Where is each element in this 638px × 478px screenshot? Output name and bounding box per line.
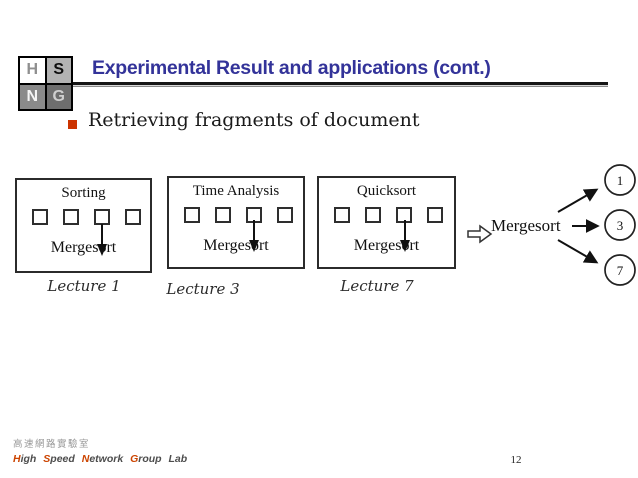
right-block-arrow-icon bbox=[467, 224, 493, 244]
fragment-checkbox bbox=[32, 209, 48, 225]
fragment-checkbox bbox=[334, 207, 350, 223]
fragment-checkbox bbox=[246, 207, 262, 223]
fragment-checkbox bbox=[184, 207, 200, 223]
result-node-circle bbox=[604, 254, 636, 286]
footer-lab-name-cjk: 高速網路實驗室 bbox=[13, 439, 91, 450]
lecture-label-2: Lecture 3 bbox=[166, 280, 240, 298]
logo-letter-h: H bbox=[20, 58, 45, 83]
lecture-box-3: Quicksort Mergesort bbox=[317, 176, 456, 269]
title-divider bbox=[73, 82, 608, 87]
result-node-circle bbox=[604, 164, 636, 196]
fragment-checkbox bbox=[365, 207, 381, 223]
fragment-checkbox bbox=[125, 209, 141, 225]
lecture-box-result: Mergesort bbox=[50, 239, 117, 256]
logo-letter-g: G bbox=[46, 84, 71, 109]
lecture-box-result: Mergesort bbox=[353, 237, 420, 254]
lecture-box-title: Time Analysis bbox=[192, 183, 280, 199]
result-node-number: 3 bbox=[617, 218, 624, 233]
logo-letter-n: N bbox=[20, 84, 45, 109]
result-node-number: 1 bbox=[617, 173, 624, 188]
lecture-box-result: Mergesort bbox=[203, 237, 269, 254]
merged-result-label: Mergesort bbox=[491, 216, 561, 235]
lecture-label-3: Lecture 7 bbox=[340, 277, 414, 295]
logo-letter-s: S bbox=[46, 58, 71, 83]
footer-lab-word: High bbox=[13, 453, 37, 465]
fragment-checkbox bbox=[215, 207, 231, 223]
lecture-box-2: Time Analysis Mergesort bbox=[167, 176, 305, 269]
footer-lab-word: Network bbox=[81, 453, 124, 465]
result-nodes-graphic: 1 3 7 bbox=[557, 164, 636, 286]
fragment-checkbox bbox=[277, 207, 293, 223]
footer-lab-name: High Speed Network Group Lab bbox=[13, 453, 187, 465]
slide-title: Experimental Result and applications (co… bbox=[92, 57, 491, 79]
footer-lab-suffix: Lab bbox=[168, 453, 188, 465]
footer-lab-word: Speed bbox=[43, 453, 75, 465]
lecture-label-1: Lecture 1 bbox=[47, 277, 121, 295]
bullet-square-icon bbox=[68, 120, 77, 129]
footer-lab-word: Group bbox=[130, 453, 162, 465]
lecture-box-1: Sorting Mergesort bbox=[15, 178, 152, 273]
fragment-checkbox bbox=[427, 207, 443, 223]
fragment-checkbox bbox=[63, 209, 79, 225]
fragment-checkbox bbox=[396, 207, 412, 223]
bullet-text: Retrieving fragments of document bbox=[88, 109, 420, 131]
arrow-to-node-1 bbox=[557, 188, 599, 213]
page-number: 12 bbox=[510, 454, 522, 466]
result-node-circle bbox=[604, 209, 636, 241]
arrow-to-node-7 bbox=[557, 239, 599, 264]
result-node-number: 7 bbox=[617, 263, 624, 278]
lecture-box-title: Sorting bbox=[61, 185, 106, 201]
hsng-logo: H S N G bbox=[18, 56, 73, 111]
lecture-box-title: Quicksort bbox=[356, 183, 417, 199]
fragment-checkbox bbox=[94, 209, 110, 225]
